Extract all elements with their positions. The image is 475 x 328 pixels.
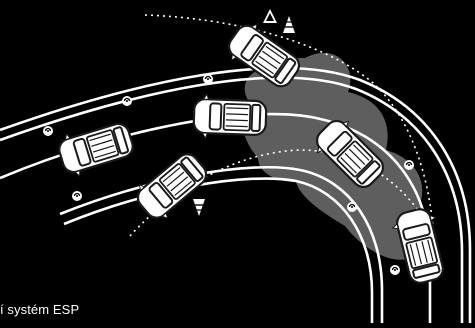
traffic-cone-icon bbox=[193, 199, 205, 216]
car-left bbox=[55, 116, 137, 179]
esp-sensor-icon bbox=[43, 126, 53, 136]
esp-sensor-icon bbox=[390, 265, 400, 275]
caption: í systém ESP bbox=[0, 302, 79, 318]
esp-sensor-icon bbox=[347, 202, 357, 212]
car-skidding bbox=[130, 146, 213, 226]
traffic-cone-icon bbox=[283, 16, 295, 33]
esp-sensor-icon bbox=[72, 191, 82, 201]
esp-sensor-icon bbox=[122, 96, 132, 106]
esp-sensor-icon bbox=[203, 74, 213, 84]
car-center bbox=[193, 94, 266, 140]
esp-sensor-icon bbox=[404, 160, 414, 170]
esp-warning-icon bbox=[263, 9, 277, 23]
